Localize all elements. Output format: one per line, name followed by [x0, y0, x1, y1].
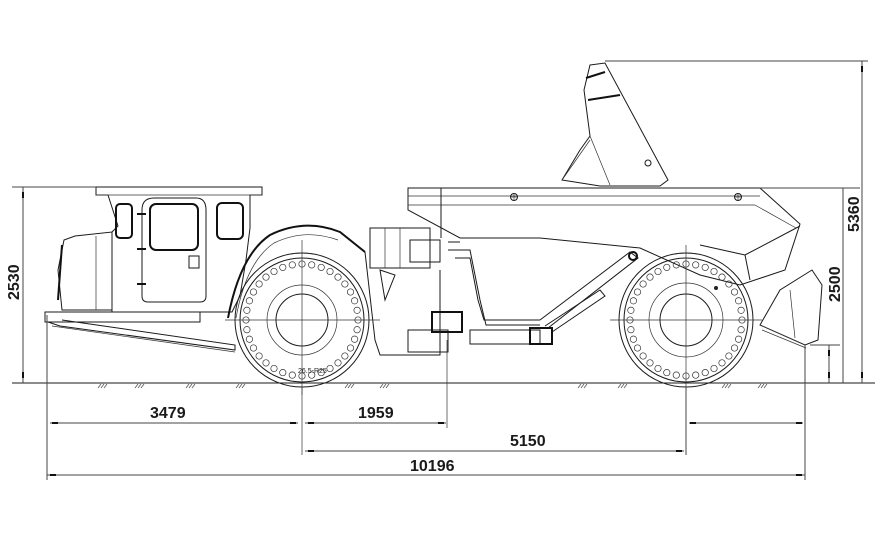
ground-line	[12, 382, 875, 389]
tread-lug	[663, 263, 671, 271]
tread-lug	[627, 306, 635, 314]
tread-lug	[255, 352, 263, 360]
tread-lug	[646, 359, 654, 367]
tread-lug	[334, 273, 342, 281]
articulation-joint	[364, 227, 553, 356]
tread-lug	[737, 326, 745, 334]
tread-lug	[308, 261, 316, 269]
cab-door	[141, 197, 207, 303]
tread-lug	[639, 352, 647, 360]
tread-lug	[270, 267, 278, 276]
tread-lug	[672, 371, 680, 379]
tread-lug	[725, 352, 733, 360]
body-bolt-2	[734, 193, 742, 201]
dim-body-height: 2500	[827, 266, 844, 302]
horizontal-dimensions	[47, 422, 805, 476]
tread-lug	[288, 371, 296, 379]
tread-lug	[633, 288, 642, 296]
tread-lug	[326, 267, 334, 276]
tread-lug	[341, 280, 349, 288]
tread-lug	[654, 364, 662, 373]
tread-lug	[353, 306, 361, 314]
tread-lug	[245, 297, 253, 305]
tire-tread-lugs	[242, 260, 362, 380]
door-handle	[188, 255, 200, 269]
tread-lug	[725, 280, 733, 288]
tread-lug	[243, 306, 251, 314]
tread-lug	[308, 371, 316, 379]
dim-dump-height: 5360	[846, 196, 863, 232]
tread-lug	[279, 263, 287, 271]
tread-lug	[346, 344, 355, 352]
front-fender	[227, 224, 366, 319]
tread-lug	[654, 267, 662, 276]
tread-lug	[633, 344, 642, 352]
tire-size-label: 26.5-R25	[298, 368, 327, 375]
dim-wheelbase: 5150	[510, 433, 546, 450]
tread-lug	[730, 288, 739, 296]
tread-lug	[627, 326, 635, 334]
tread-lug	[710, 364, 718, 373]
tread-lug	[701, 369, 709, 377]
tread-lug	[710, 267, 718, 276]
tread-lug	[326, 364, 334, 373]
tread-lug	[737, 306, 745, 314]
dim-axle-to-articulation: 1959	[358, 405, 394, 422]
tread-lug	[334, 359, 342, 367]
tread-lug	[279, 369, 287, 377]
tire-tread-lugs	[626, 260, 746, 380]
tread-lug	[317, 369, 325, 377]
tread-lug	[692, 371, 700, 379]
tread-lug	[735, 297, 743, 305]
tread-lug	[629, 297, 637, 305]
tread-lug	[341, 352, 349, 360]
raised-dump-body	[561, 62, 669, 187]
tread-lug	[701, 263, 709, 271]
tread-lug	[351, 335, 359, 343]
tread-lug	[317, 263, 325, 271]
tread-lug	[262, 273, 270, 281]
tread-lug	[288, 261, 296, 269]
vertical-dimensions	[22, 61, 863, 383]
tailgate	[759, 269, 823, 349]
operator-cab	[95, 186, 263, 313]
tread-lug	[692, 261, 700, 269]
dump-body	[407, 187, 801, 286]
tread-lug	[270, 364, 278, 373]
dim-cab-height: 2530	[6, 264, 23, 300]
tread-lug	[255, 280, 263, 288]
hoist-cylinder	[539, 251, 639, 333]
rear-wheel	[610, 245, 762, 395]
body-bolt-1	[510, 193, 518, 201]
tread-lug	[262, 359, 270, 367]
tread-lug	[243, 326, 251, 334]
tread-lug	[718, 359, 726, 367]
cab-door-window	[149, 203, 199, 251]
tread-lug	[353, 326, 361, 334]
tread-lug	[735, 335, 743, 343]
front-wheel: 26.5-R25	[225, 240, 380, 395]
tread-lug	[249, 344, 258, 352]
tread-lug	[718, 273, 726, 281]
tread-lug	[245, 335, 253, 343]
tread-lug	[663, 369, 671, 377]
tread-lug	[730, 344, 739, 352]
cab-window-rear	[115, 203, 133, 239]
tread-lug	[639, 280, 647, 288]
dim-overall-length: 10196	[410, 458, 455, 475]
tread-lug	[646, 273, 654, 281]
tread-lug	[629, 335, 637, 343]
tread-lug	[351, 297, 359, 305]
tread-lug	[672, 261, 680, 269]
tread-lug	[249, 288, 258, 296]
extension-lines	[12, 60, 868, 480]
dim-front-overhang: 3479	[150, 405, 186, 422]
cab-window-front	[216, 202, 244, 240]
tread-lug	[346, 288, 355, 296]
